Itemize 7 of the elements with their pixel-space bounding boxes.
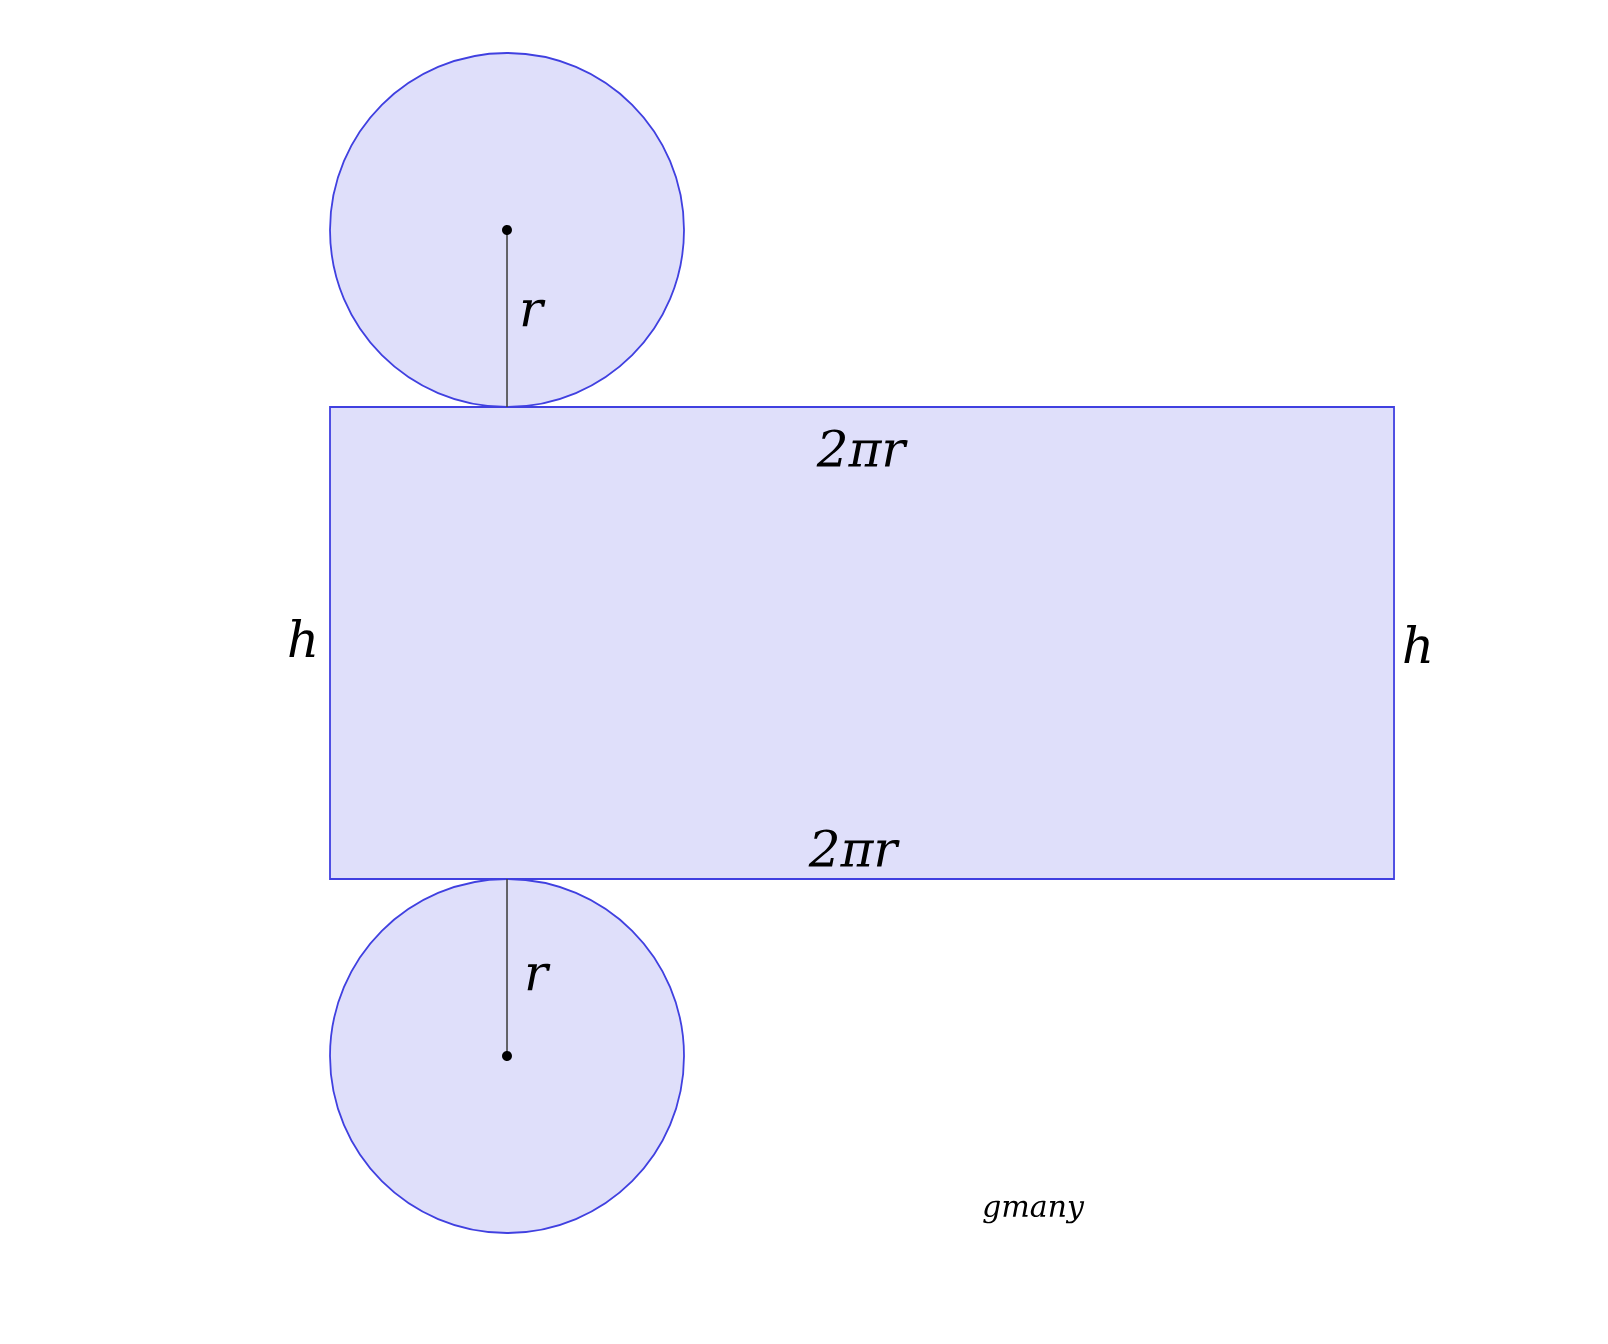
base-circle [329, 52, 685, 408]
base-circle [329, 878, 685, 1234]
dimension-label: 2πr [816, 429, 908, 467]
dimension-label: 2πr [808, 829, 900, 867]
dimension-label: r [522, 299, 546, 327]
signature: gmany [983, 1200, 1085, 1224]
dimension-label: r [527, 963, 551, 991]
